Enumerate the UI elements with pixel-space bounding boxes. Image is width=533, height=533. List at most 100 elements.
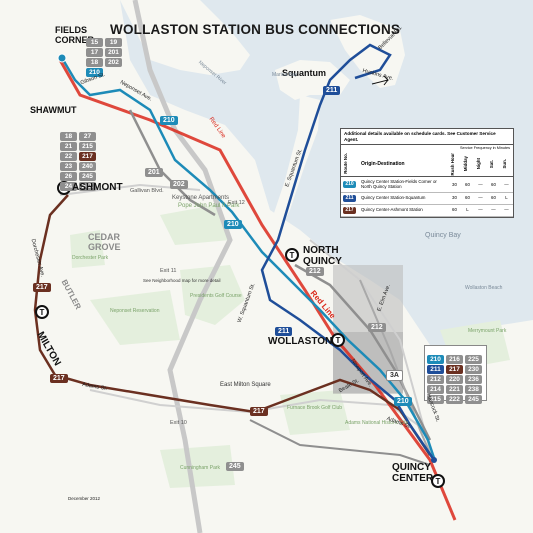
park-cunningham [160, 445, 235, 488]
route-245-badge[interactable]: 245 [465, 395, 482, 404]
route-225-badge[interactable]: 225 [465, 355, 482, 364]
route-210-badge[interactable]: 210 [427, 355, 444, 364]
route-18-badge[interactable]: 18 [60, 132, 77, 141]
svg-text:T: T [40, 308, 45, 317]
cedar-grove-line2: GROVE [88, 242, 121, 252]
legend-col-sun: Sun. [502, 159, 507, 169]
land-squantum-neck [270, 95, 320, 230]
route-211-bubble-wollaston[interactable]: 211 [275, 327, 293, 336]
ashmont-label[interactable]: ASHMONT [72, 182, 123, 193]
legend-col-night: Night [476, 158, 481, 170]
route-236-badge[interactable]: 236 [465, 375, 482, 384]
legend-note: Additional details available on schedule… [341, 129, 513, 145]
route-23-badge[interactable]: 23 [60, 162, 77, 171]
legend-route-211-badge[interactable]: 211 [343, 194, 356, 202]
route-216-badge[interactable]: 216 [446, 355, 463, 364]
route-215-badge[interactable]: 215 [427, 395, 444, 404]
route-215-badge[interactable]: 215 [79, 142, 96, 151]
route-201-bubble[interactable]: 201 [145, 168, 163, 177]
legend-col-od: Origin-Destination [359, 151, 448, 177]
route-245-bubble[interactable]: 245 [226, 462, 244, 471]
svg-text:T: T [336, 336, 341, 345]
route-210-badge[interactable]: 210 [86, 68, 103, 77]
route-220-badge[interactable]: 220 [446, 375, 463, 384]
route-221-badge[interactable]: 221 [446, 385, 463, 394]
route-212-bubble[interactable]: 212 [368, 323, 386, 332]
legend-cell-od: Quincy Center Station-Fields Corner or N… [359, 176, 448, 193]
legend-cell-sun: — [500, 176, 513, 193]
route-210-bubble-neponset[interactable]: 210 [160, 116, 178, 125]
route-17-badge[interactable]: 17 [86, 48, 103, 57]
route-212-badge[interactable]: 212 [427, 375, 444, 384]
land-moon-island [330, 15, 405, 88]
legend-col-rush: Rush Hour [450, 152, 455, 175]
fields-corner-station-marker[interactable] [57, 53, 67, 63]
route-214-badge[interactable]: 214 [427, 385, 444, 394]
north-quincy-t-marker[interactable] [285, 248, 299, 262]
route-15-badge[interactable]: 15 [86, 38, 103, 47]
route-217-bubble-east-milton[interactable]: 217 [250, 407, 268, 416]
route-211 [260, 43, 436, 461]
red-line [58, 59, 457, 521]
route-18-badge[interactable]: 18 [86, 58, 103, 67]
legend-route-217-badge[interactable]: 217 [343, 206, 356, 214]
legend-cell-route: 211 [341, 192, 359, 205]
route-26-badge[interactable]: 26 [60, 172, 77, 181]
quincy-center-t-marker[interactable] [431, 474, 445, 488]
route-grey-3a [359, 279, 433, 459]
route-238-badge[interactable]: 238 [465, 385, 482, 394]
route-210-bubble-south[interactable]: 210 [394, 397, 412, 406]
route-202-badge[interactable]: 202 [105, 58, 122, 67]
quincy-center-label[interactable]: QUINCY CENTER [392, 462, 433, 484]
route-210-bubble-n[interactable]: 210 [224, 220, 242, 229]
fields-corner-routes-row: 210 [86, 61, 124, 77]
route-27-badge[interactable]: 27 [79, 132, 96, 141]
route-212-bubble-north[interactable]: 212 [306, 267, 324, 276]
route-230-badge[interactable]: 230 [465, 365, 482, 374]
route-211-badge[interactable]: 211 [427, 365, 444, 374]
legend-cell-sat: — [487, 204, 500, 217]
legend-cell-midday: L [461, 204, 474, 217]
route-217 [33, 194, 432, 456]
route-26X-badge[interactable]: 26X [79, 182, 96, 191]
wollaston-label[interactable]: WOLLASTON [268, 336, 333, 347]
route-217-bubble-milton[interactable]: 217 [33, 283, 51, 292]
route-201-badge[interactable]: 201 [105, 48, 122, 57]
route-22-badge[interactable]: 22 [60, 152, 77, 161]
route-245-badge[interactable]: 245 [79, 172, 96, 181]
route-217-badge[interactable]: 217 [446, 365, 463, 374]
legend-cell-night: — [474, 204, 487, 217]
wollaston-t-marker[interactable] [331, 333, 345, 347]
legend-route-210-badge[interactable]: 210 [343, 180, 356, 188]
legend-cell-sat: 60 [487, 176, 500, 193]
fields-corner-label[interactable]: FIELDS CORNER [55, 25, 94, 45]
legend-col-midday: Midday [463, 156, 468, 172]
route-222-badge[interactable]: 222 [446, 395, 463, 404]
shawmut-label[interactable]: SHAWMUT [30, 105, 77, 115]
fields-corner-line2: CORNER [55, 35, 95, 45]
north-quincy-label[interactable]: NORTH QUINCY [303, 245, 342, 267]
route-240-badge[interactable]: 240 [79, 162, 96, 171]
milton-t-marker[interactable] [35, 305, 49, 319]
route-21-badge[interactable]: 21 [60, 142, 77, 151]
route-211-bubble-squantum[interactable]: 211 [323, 86, 341, 95]
route-19-badge[interactable]: 19 [105, 38, 122, 47]
route-217-bubble-adams[interactable]: 217 [50, 374, 68, 383]
road-hancock [309, 239, 431, 451]
route-24-badge[interactable]: 24 [60, 182, 77, 191]
route-217-badge[interactable]: 217 [79, 152, 96, 161]
route-202-bubble[interactable]: 202 [170, 180, 188, 189]
fields-corner-line1: FIELDS [55, 25, 88, 35]
